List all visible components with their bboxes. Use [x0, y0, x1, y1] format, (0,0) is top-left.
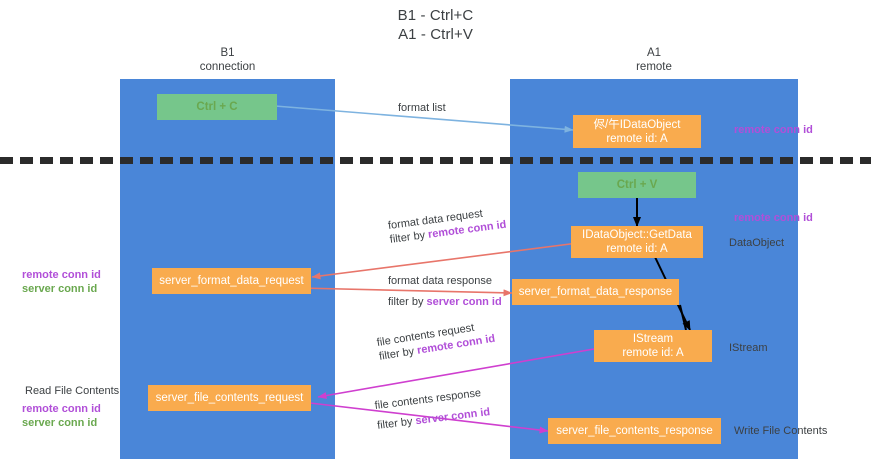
node-server-file-contents-response[interactable]: server_file_contents_response [548, 418, 721, 444]
node-ctrl-c[interactable]: Ctrl + C [157, 94, 277, 120]
column-b1-name: B1 [220, 47, 235, 59]
edge-label-format-data-response: format data response filter by server co… [388, 274, 502, 309]
node-idataobject-top-line2: remote id: A [606, 132, 668, 145]
edge-label-file-contents-response: file contents response filter by server … [374, 385, 491, 433]
left-remote-conn-id-a: remote conn id [22, 269, 101, 281]
annotation-dataobject: DataObject [729, 237, 785, 249]
edge-label-format-data-response-filter: filter by server conn id [388, 295, 502, 309]
filter-by-text-2: filter by [388, 296, 427, 308]
edge-label-file-contents-request: file contents request filter by remote c… [376, 318, 496, 364]
node-istream-line2: remote id: A [622, 347, 684, 359]
column-header-b1: B1 connection [120, 46, 335, 74]
node-fmt-resp-label: server_format_data_response [518, 286, 673, 298]
node-istream[interactable]: IStream remote id: A [594, 330, 712, 362]
annotation-write-file-contents: Write File Contents [734, 425, 828, 437]
column-b1-sub: connection [199, 61, 256, 73]
node-ctrl-v[interactable]: Ctrl + V [578, 172, 696, 198]
node-getdata-line2: remote id: A [606, 243, 668, 255]
node-file-req-label: server_file_contents_request [155, 392, 304, 404]
left-server-conn-id-a: server conn id [22, 283, 98, 295]
page-title: B1 - Ctrl+C A1 - Ctrl+V [0, 6, 871, 44]
edge-label-format-data-response-text: format data response [388, 275, 492, 287]
title-line-2: A1 - Ctrl+V [398, 26, 473, 43]
node-server-format-data-response[interactable]: server_format_data_response [512, 279, 679, 305]
node-idataobject-getdata[interactable]: IDataObject::GetData remote id: A [571, 226, 703, 258]
left-remote-conn-id-b: remote conn id [22, 403, 101, 415]
filter-by-text: filter by [389, 228, 429, 246]
annotation-left-conn-ids-a: remote conn id server conn id [22, 268, 101, 296]
node-istream-line1: IStream [632, 333, 674, 345]
annotation-remote-conn-id-mid: remote conn id [734, 212, 813, 224]
server-conn-id-text: server conn id [426, 296, 502, 308]
node-ctrl-c-label: Ctrl + C [196, 101, 238, 113]
edge-label-format-data-request: format data request filter by remote con… [387, 204, 507, 247]
annotation-istream: IStream [729, 342, 768, 354]
left-server-conn-id-b: server conn id [22, 417, 98, 429]
server-conn-id-text-2: server conn id [414, 406, 491, 428]
filter-by-text-4: filter by [376, 415, 417, 432]
node-getdata-line1: IDataObject::GetData [582, 229, 692, 241]
node-idataobject-top[interactable]: 侭/午IDataObject remote id: A [573, 115, 701, 148]
node-ctrl-v-label: Ctrl + V [616, 179, 658, 191]
node-fmt-req-label: server_format_data_request [159, 275, 304, 287]
column-header-a1: A1 remote [510, 46, 798, 74]
annotation-read-file-contents: Read File Contents [25, 385, 120, 397]
node-server-file-contents-request[interactable]: server_file_contents_request [148, 385, 311, 411]
node-server-format-data-request[interactable]: server_format_data_request [152, 268, 311, 294]
annotation-left-conn-ids-b: remote conn id server conn id [22, 402, 101, 430]
node-idataobject-top-line1: 侭/午IDataObject [593, 118, 681, 131]
node-file-resp-label: server_file_contents_response [556, 425, 713, 437]
column-a1-sub: remote [636, 61, 672, 73]
annotation-remote-conn-id-top: remote conn id [734, 124, 813, 136]
title-line-1: B1 - Ctrl+C [397, 7, 474, 24]
column-a1-name: A1 [646, 47, 662, 59]
edge-label-format-list: format list [398, 102, 446, 114]
phase-separator [0, 157, 871, 164]
